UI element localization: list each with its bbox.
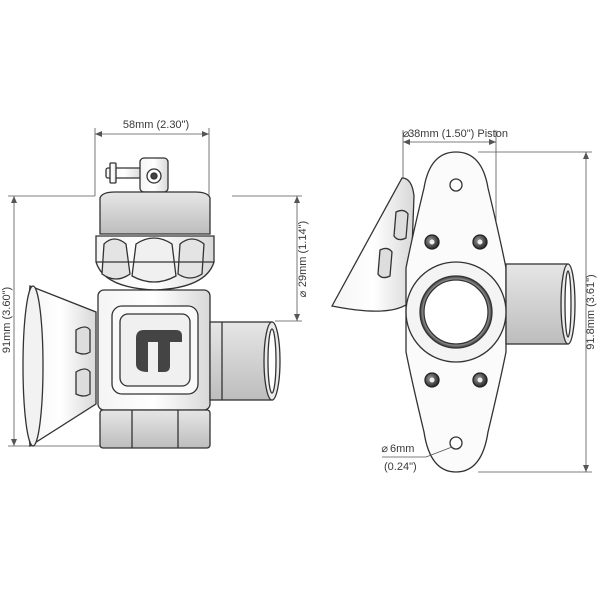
bolt-pattern xyxy=(424,234,488,388)
angled-inlet xyxy=(331,177,415,312)
right-height-label: 91.8mm (3.61") xyxy=(585,274,597,349)
piston-label: 38mm (1.50") Piston xyxy=(408,128,508,140)
base-nut xyxy=(99,409,211,449)
bellmouth-inlet xyxy=(22,285,97,448)
piston-bore xyxy=(405,261,507,363)
width-dimension xyxy=(94,128,210,196)
piston-label-group: ⌀ 38mm (1.50") Piston xyxy=(403,128,508,140)
height-label: 91mm (3.60") xyxy=(1,287,13,353)
hole-diameter-symbol: ⌀ xyxy=(381,443,388,455)
hole-label-mm: 6mm xyxy=(390,443,414,455)
hole-label-in: (0.24") xyxy=(384,461,417,473)
outlet-pipe xyxy=(209,321,281,401)
hole-leader xyxy=(382,446,453,458)
right-height-dimension xyxy=(478,151,592,473)
vacuum-nipple xyxy=(105,157,169,193)
pipe-dimension xyxy=(232,195,302,322)
side-view: 58mm (2.30") 91mm (3.60") ⌀ 29mm (1.14") xyxy=(1,119,309,449)
piston-diameter-symbol: ⌀ xyxy=(403,128,410,140)
brand-logo-icon xyxy=(136,330,182,372)
pipe-label: 29mm (1.14") xyxy=(297,221,309,287)
height-dimension xyxy=(8,195,100,447)
diameter-symbol: ⌀ xyxy=(297,290,309,297)
outlet-pipe-right xyxy=(505,263,576,345)
valve-body xyxy=(97,289,211,411)
width-label: 58mm (2.30") xyxy=(123,119,189,131)
valve-cap xyxy=(95,191,215,291)
pipe-label-group: ⌀ 29mm (1.14") xyxy=(297,221,309,297)
top-view: ⌀ 38mm (1.50") Piston 91.8mm (3.61") ⌀ 6… xyxy=(331,128,597,473)
